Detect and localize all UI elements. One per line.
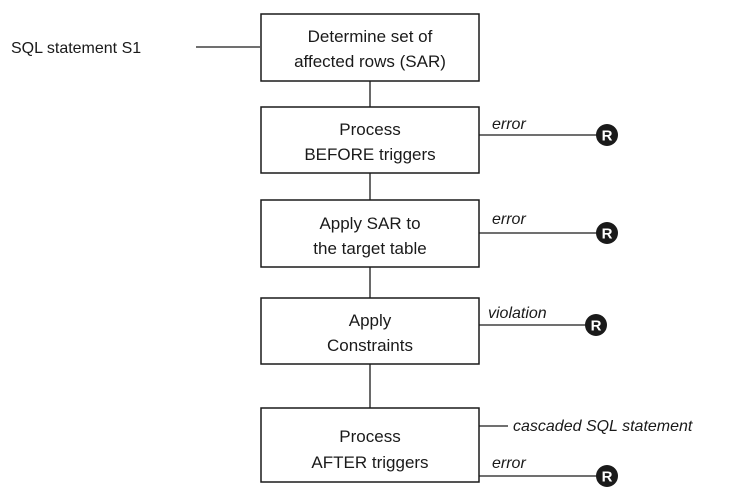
branch-before-triggers-error: error R — [479, 116, 618, 146]
box-apply-constraints: Apply Constraints — [260, 297, 480, 365]
branch-apply-sar-error: error R — [479, 211, 618, 244]
box-determine-sar: Determine set of affected rows (SAR) — [260, 13, 480, 82]
box-apply-sar-line2: the target table — [313, 239, 426, 258]
branch-after-triggers-cascade-label: cascaded SQL statement — [513, 418, 693, 435]
box-after-triggers: Process AFTER triggers — [260, 407, 480, 483]
box-apply-constraints-line2: Constraints — [327, 336, 413, 355]
branch-after-triggers-error: error R — [479, 455, 618, 487]
input-label: SQL statement S1 — [11, 40, 141, 57]
box-before-triggers: Process BEFORE triggers — [260, 106, 480, 174]
rollback-marker-apply-sar — [596, 222, 618, 244]
rollback-marker-before-letter: R — [602, 128, 613, 145]
box-apply-sar: Apply SAR to the target table — [260, 199, 480, 268]
rollback-marker-constraints — [585, 314, 607, 336]
rollback-marker-apply-sar-letter: R — [602, 226, 613, 243]
branch-before-triggers-label: error — [492, 116, 526, 133]
rollback-marker-after-letter: R — [602, 469, 613, 486]
branch-apply-sar-label: error — [492, 211, 526, 228]
box-before-triggers-line1: Process — [339, 120, 400, 139]
box-determine-sar-line1: Determine set of — [308, 27, 433, 46]
rollback-marker-before — [596, 124, 618, 146]
branch-constraints-violation: violation R — [479, 305, 607, 336]
box-after-triggers-line2: AFTER triggers — [311, 453, 428, 472]
box-apply-constraints-line1: Apply — [349, 311, 392, 330]
box-before-triggers-line2: BEFORE triggers — [304, 145, 435, 164]
rollback-marker-constraints-letter: R — [591, 318, 602, 335]
box-after-triggers-line1: Process — [339, 427, 400, 446]
branch-after-triggers-error-label: error — [492, 455, 526, 472]
box-determine-sar-line2: affected rows (SAR) — [294, 52, 446, 71]
branch-constraints-label: violation — [488, 305, 547, 322]
rollback-marker-after — [596, 465, 618, 487]
box-apply-sar-line1: Apply SAR to — [319, 214, 420, 233]
branch-after-triggers-cascade: cascaded SQL statement — [479, 418, 693, 435]
